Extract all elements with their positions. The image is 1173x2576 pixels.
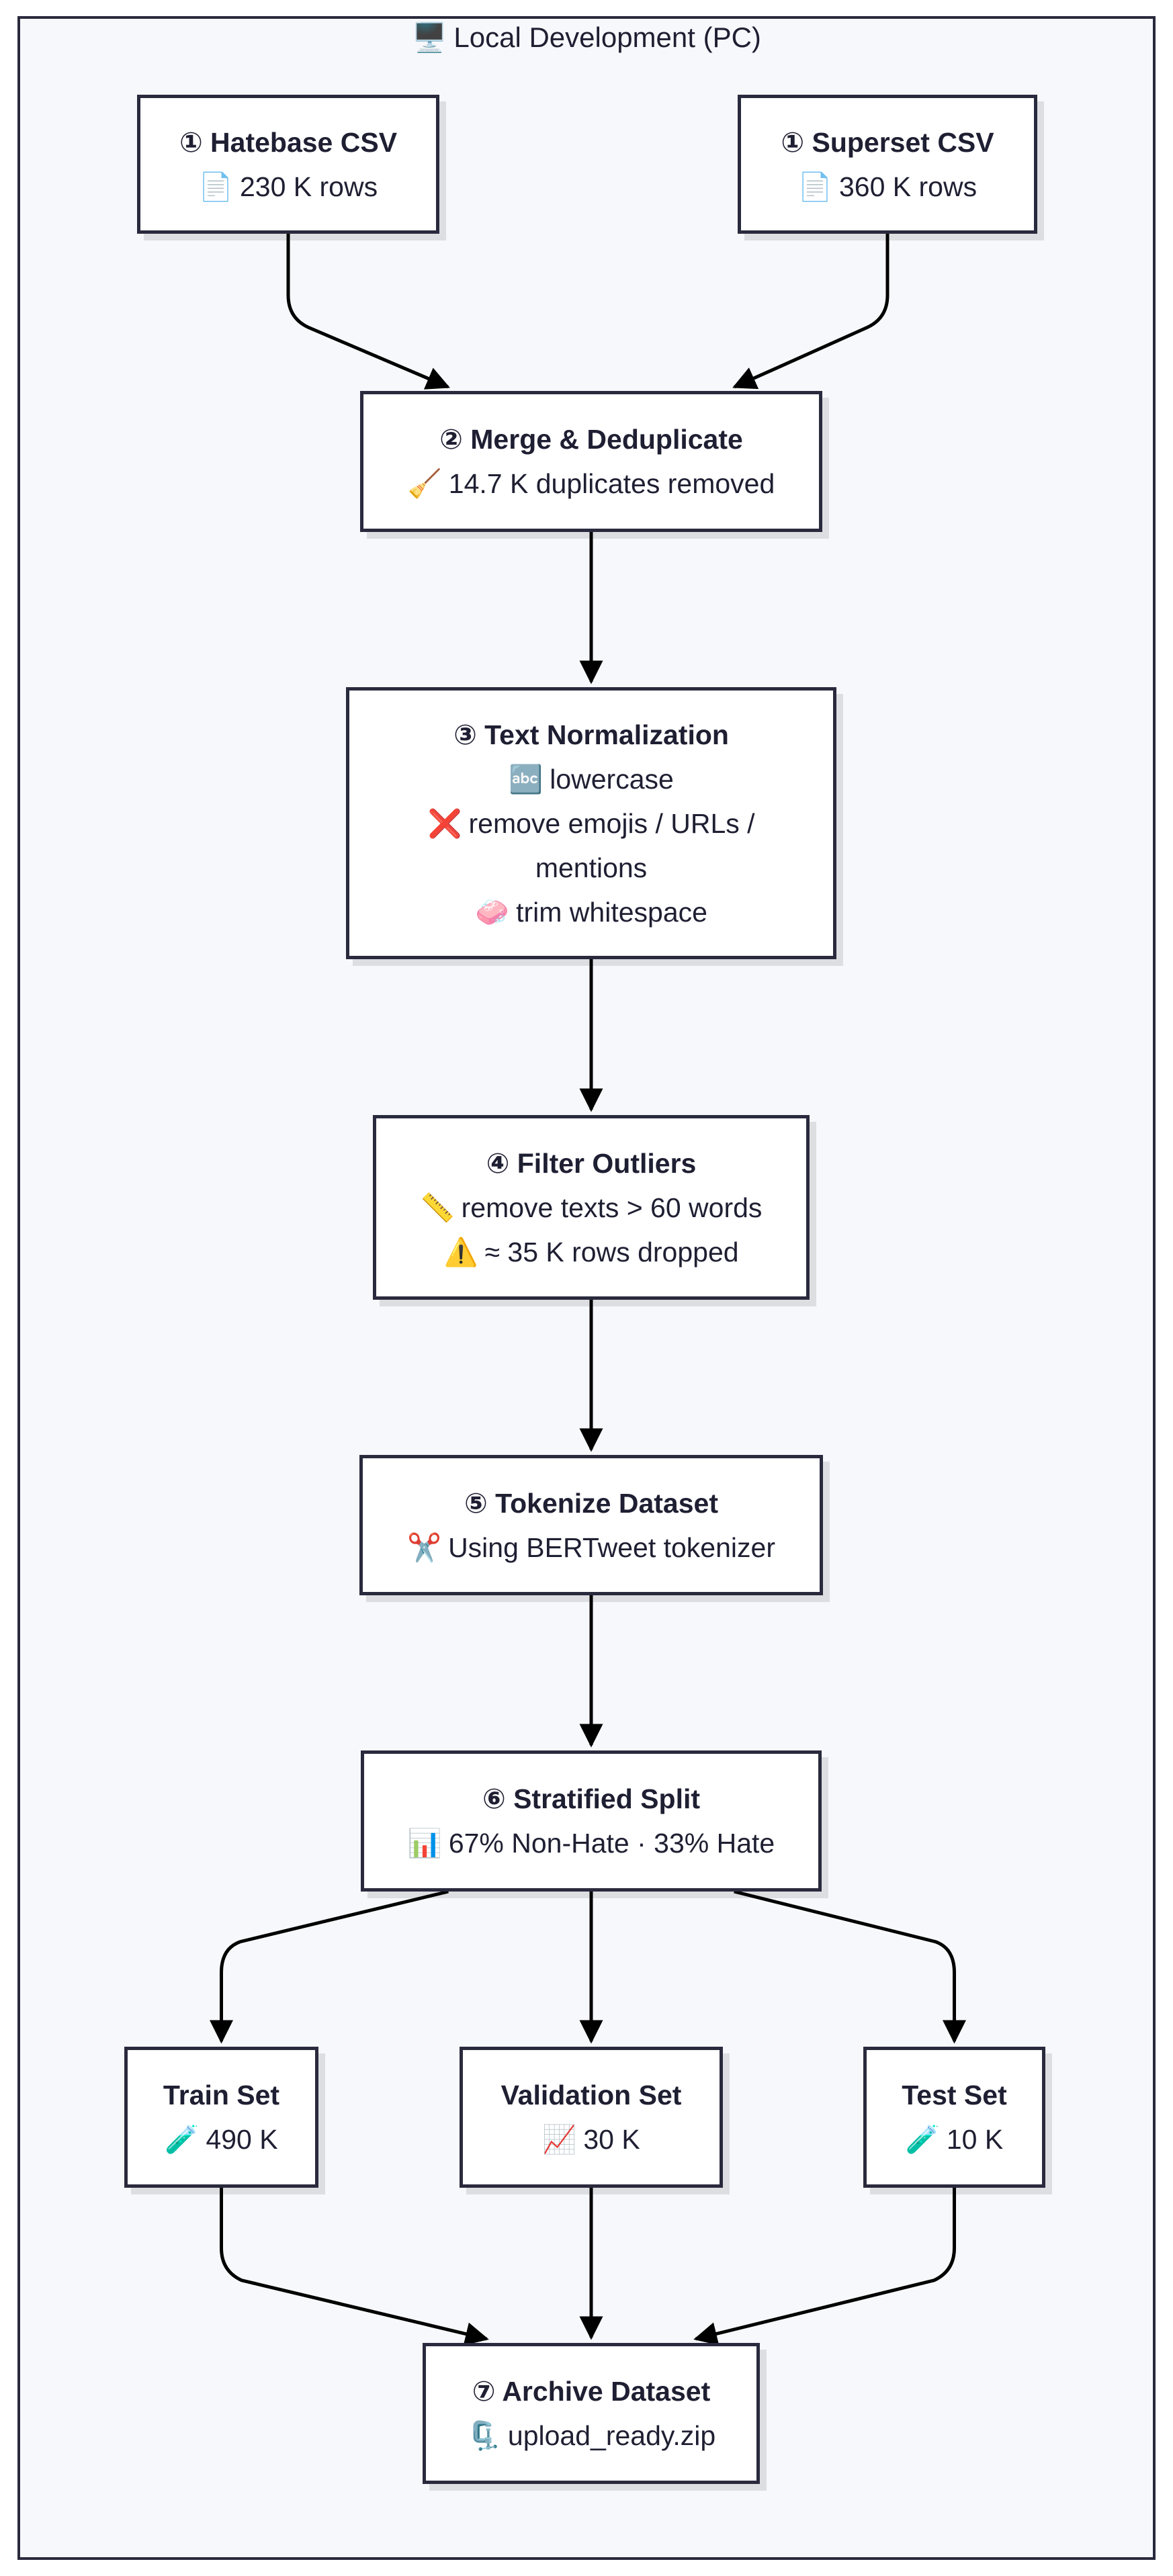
cross-mark-icon: ❌ [427, 807, 462, 839]
node-detail-text: trim whitespace [516, 896, 707, 928]
node-archive-dataset: ⑦ Archive Dataset 🗜️upload_ready.zip [423, 2343, 760, 2484]
broom-icon: 🧹 [407, 468, 442, 499]
node-title: ③ Text Normalization [453, 719, 729, 750]
node-detail: 📈30 K [542, 2117, 640, 2162]
node-detail: 🧹14.7 K duplicates removed [408, 461, 775, 506]
node-detail-text: Using BERTweet tokenizer [448, 1531, 775, 1563]
node-detail: 🔤lowercase [509, 757, 674, 801]
node-stratified-split: ⑥ Stratified Split 📊67% Non-Hate · 33% H… [361, 1750, 822, 1892]
node-superset-csv: ① Superset CSV 📄360 K rows [738, 95, 1037, 234]
scissors-icon: ✂️ [407, 1531, 442, 1563]
node-detail-text: ≈ 35 K rows dropped [484, 1236, 739, 1268]
node-title: Test Set [902, 2080, 1007, 2111]
document-icon: 📄 [198, 171, 233, 202]
node-title: ④ Filter Outliers [486, 1147, 697, 1179]
frame-title-text: Local Development (PC) [453, 21, 761, 53]
node-title: ⑥ Stratified Split [482, 1783, 701, 1814]
abc-input-icon: 🔤 [509, 763, 544, 795]
node-detail: 📄360 K rows [798, 165, 977, 209]
document-icon: 📄 [797, 171, 832, 202]
node-detail-text: upload_ready.zip [507, 2420, 716, 2451]
node-validation-set: Validation Set 📈30 K [460, 2047, 723, 2188]
chart-increasing-icon: 📈 [542, 2124, 577, 2155]
node-title: Train Set [163, 2080, 280, 2111]
bar-chart-icon: 📊 [407, 1828, 442, 1859]
node-hatebase-csv: ① Hatebase CSV 📄230 K rows [137, 95, 439, 234]
node-detail-text: remove texts > 60 words [461, 1192, 763, 1223]
node-merge-deduplicate: ② Merge & Deduplicate 🧹14.7 K duplicates… [360, 391, 822, 532]
edge-split-to-test [734, 1890, 966, 2044]
node-detail: 🧪10 K [906, 2117, 1003, 2162]
node-detail-text: 360 K rows [838, 171, 977, 202]
node-title: Validation Set [501, 2080, 682, 2111]
node-detail: 🧪490 K [165, 2117, 277, 2162]
soap-icon: 🧼 [475, 896, 510, 928]
edge-train-to-archive [220, 2188, 489, 2346]
test-tube-icon: 🧪 [905, 2124, 940, 2155]
node-detail: ❌remove emojis / URLs / mentions [403, 801, 779, 890]
node-tokenize-dataset: ⑤ Tokenize Dataset ✂️Using BERTweet toke… [359, 1455, 823, 1595]
node-detail-text: 67% Non-Hate · 33% Hate [448, 1828, 775, 1859]
edge-hatebase-to-merge [286, 234, 450, 390]
node-title: ② Merge & Deduplicate [439, 424, 743, 455]
node-test-set: Test Set 🧪10 K [863, 2047, 1045, 2188]
node-detail-text: 30 K [583, 2124, 640, 2155]
node-detail: 🧼trim whitespace [475, 890, 707, 934]
node-detail: ⚠️≈ 35 K rows dropped [443, 1230, 738, 1274]
node-detail-text: 230 K rows [239, 171, 378, 202]
test-tube-icon: 🧪 [165, 2124, 200, 2155]
edge-superset-to-merge [732, 234, 889, 390]
node-detail-text: 490 K [206, 2124, 278, 2155]
node-detail: 🗜️upload_ready.zip [467, 2413, 715, 2458]
edge-test-to-archive [693, 2188, 956, 2346]
node-detail-text: 14.7 K duplicates removed [448, 468, 775, 499]
node-detail: 📄230 K rows [199, 165, 378, 209]
node-detail-text: lowercase [550, 763, 674, 795]
node-detail-text: remove emojis / URLs / mentions [468, 807, 755, 883]
node-text-normalization: ③ Text Normalization 🔤lowercase ❌remove … [346, 687, 836, 959]
node-title: ⑤ Tokenize Dataset [464, 1487, 718, 1519]
clamp-icon: 🗜️ [466, 2420, 501, 2451]
node-title: ⑦ Archive Dataset [472, 2376, 711, 2407]
node-train-set: Train Set 🧪490 K [124, 2047, 318, 2188]
edge-split-to-train [210, 1890, 449, 2044]
node-detail: ✂️Using BERTweet tokenizer [407, 1525, 775, 1570]
node-title: ① Hatebase CSV [179, 126, 398, 158]
ruler-icon: 📏 [420, 1192, 455, 1223]
frame-title: 🖥️Local Development (PC) [0, 19, 1173, 56]
node-detail-text: 10 K [946, 2124, 1004, 2155]
node-detail: 📏remove texts > 60 words [421, 1186, 763, 1230]
node-title: ① Superset CSV [781, 126, 994, 158]
node-filter-outliers: ④ Filter Outliers 📏remove texts > 60 wor… [373, 1115, 810, 1300]
node-detail: 📊67% Non-Hate · 33% Hate [408, 1821, 775, 1865]
desktop-computer-icon: 🖥️ [412, 21, 447, 53]
warning-icon: ⚠️ [443, 1236, 478, 1268]
